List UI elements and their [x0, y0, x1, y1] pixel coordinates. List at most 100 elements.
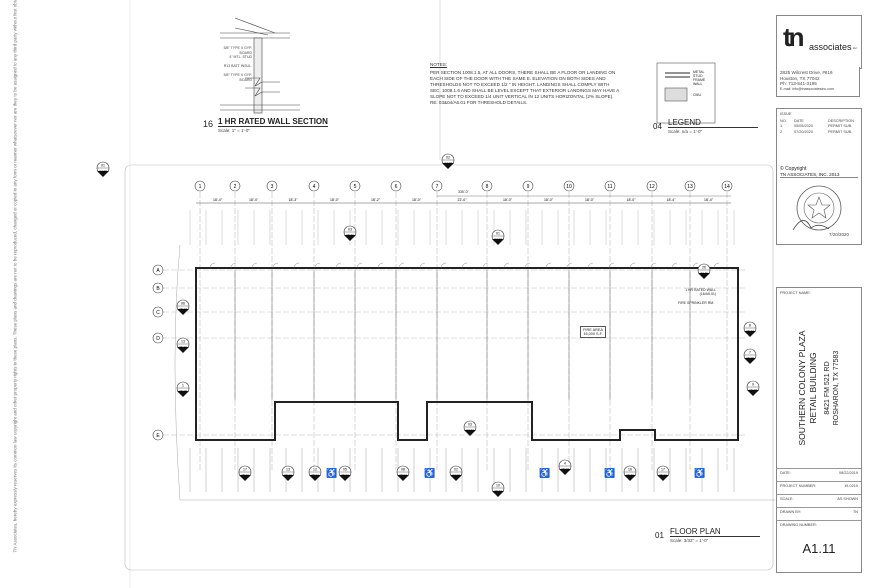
dimension-label: 18'-4" — [213, 198, 223, 202]
section-marker-number: 1 — [182, 384, 184, 388]
section-marker-sheet: A5.02 — [746, 329, 754, 333]
legend-number: 04 — [653, 122, 662, 131]
grid-bubble — [646, 180, 658, 192]
dimension-label: 18'-0" — [544, 198, 554, 202]
floor-plan-scale: Scale: 3/32" = 1'-0" — [670, 538, 709, 543]
section-marker-sheet: A5.01 — [399, 473, 407, 477]
dimension-label: 18'-0" — [503, 198, 513, 202]
section-marker-sheet: A4.02 — [444, 161, 452, 165]
door-swing — [482, 262, 489, 269]
grid-bubble — [684, 180, 696, 192]
section-marker-number: 4 — [564, 462, 566, 466]
section-marker-number: 17 — [243, 468, 247, 472]
door-swing — [587, 262, 594, 269]
section-marker-number: 17 — [661, 468, 665, 472]
grid-bubble — [431, 180, 443, 192]
copyright-label: © Copyright — [780, 166, 807, 172]
building-outline — [195, 267, 739, 441]
door-swing — [314, 262, 321, 269]
accessible-parking-icon: ♿ — [424, 467, 435, 478]
grid-label: 9 — [527, 184, 530, 190]
dimension-label: 18'-0" — [585, 198, 595, 202]
grid-label: 14 — [724, 184, 730, 190]
grid-bubble — [349, 180, 361, 192]
section-marker-sheet: A5.01 — [311, 473, 319, 477]
section-marker-sheet: A5.03 — [749, 388, 757, 392]
section-marker-sheet: A5.01 — [659, 473, 667, 477]
door-swing — [209, 262, 216, 269]
section-marker-sheet: A5.02 — [179, 345, 187, 349]
grid-bubble — [308, 180, 320, 192]
section-marker-number: 13 — [286, 468, 290, 472]
section-marker-number: 13 — [181, 340, 185, 344]
dimension-label: 18'-0" — [330, 198, 340, 202]
door-swing — [524, 262, 531, 269]
door-swing — [356, 262, 363, 269]
door-swing — [377, 262, 384, 269]
grid-bubble — [390, 180, 402, 192]
section-marker-number: 08 — [401, 468, 405, 472]
grid-label: C — [156, 310, 160, 316]
door-swing — [692, 262, 699, 269]
grid-label: 11 — [607, 184, 612, 190]
grid-bubble — [229, 180, 241, 192]
section-marker-sheet: A2.01 — [466, 428, 474, 432]
section-marker: 4A5.03 — [558, 459, 572, 475]
accessible-parking-icon: ♿ — [326, 467, 337, 478]
section-marker: 1A5.00 — [176, 381, 190, 397]
door-swing — [398, 262, 405, 269]
section-marker-number: 01 — [101, 164, 105, 168]
grid-bubble — [152, 306, 164, 318]
section-marker-number: 10 — [496, 484, 500, 488]
dimension-label: 18'-4" — [704, 198, 714, 202]
section-marker-sheet: A5.01 — [341, 473, 349, 477]
grid-bubble — [152, 332, 164, 344]
section-marker-number: 12 — [313, 468, 317, 472]
door-swing — [503, 262, 510, 269]
grid-bubble — [152, 264, 164, 276]
wall-note: 1 HR RATED WALL (16/A5.01) — [685, 288, 716, 296]
section-marker-sheet: A2.01 — [452, 473, 460, 477]
dimension-label: 18'-4" — [249, 198, 259, 202]
project-name-label: PROJECT NAME: — [780, 291, 811, 295]
door-swing — [461, 262, 468, 269]
accessible-parking-icon: ♿ — [604, 467, 615, 478]
grid-label: 7 — [436, 184, 439, 190]
door-swing — [713, 262, 720, 269]
wall-section-scale: Scale: 1" = 1'-0" — [218, 128, 250, 133]
grid-bubble — [194, 180, 206, 192]
legend-scale: Scale: n/a = 1'-0" — [668, 129, 703, 134]
company-suffix: inc — [853, 46, 857, 50]
notes-title: NOTES: — [430, 62, 448, 67]
grid-label: 12 — [649, 184, 655, 190]
door-swing — [608, 262, 615, 269]
grid-label: 6 — [395, 184, 398, 190]
grid-label: A — [156, 268, 160, 274]
section-marker-number: 03 — [348, 228, 352, 232]
dimension-label: 18'-4" — [667, 198, 677, 202]
section-marker-number: 16 — [628, 468, 632, 472]
door-swing — [272, 262, 279, 269]
section-marker-sheet: A2.01 — [494, 237, 502, 241]
company-name: associates — [809, 42, 852, 52]
curb-line — [174, 244, 775, 501]
door-swing — [419, 262, 426, 269]
section-marker-number: 03 — [468, 423, 472, 427]
section-marker: 8A5.02 — [743, 321, 757, 337]
grid-label: 8 — [486, 184, 489, 190]
door-swing — [293, 262, 300, 269]
section-marker-sheet: A1.11 — [700, 271, 708, 275]
grid-label: 13 — [687, 184, 693, 190]
